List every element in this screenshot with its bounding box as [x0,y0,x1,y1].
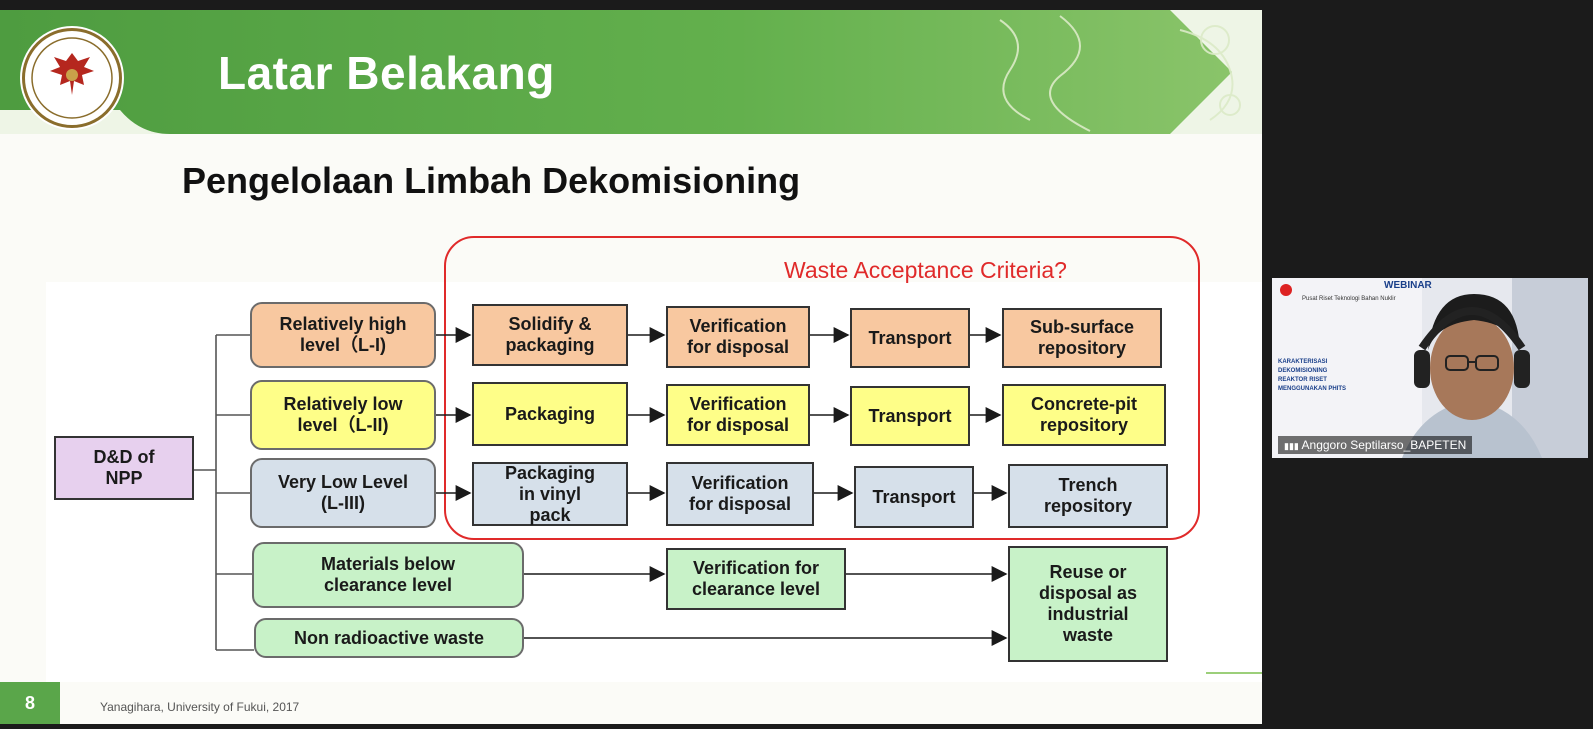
step-l3-packaging: Packaging in vinyl pack [472,462,628,526]
level-l2-box: Relatively low level（L-II) [250,380,436,450]
citation: Yanagihara, University of Fukui, 2017 [100,700,300,714]
step-l3-repository: Trench repository [1008,464,1168,528]
step-l1-solidify: Solidify & packaging [472,304,628,366]
level-l1-box: Relatively high level（L-I) [250,302,436,368]
page-number: 8 [0,682,60,724]
step-l3-verification: Verification for disposal [666,462,814,526]
footer-line [1206,672,1262,674]
waste-acceptance-criteria-outline [444,236,1200,540]
bapeten-logo [22,28,122,128]
step-l2-verification: Verification for disposal [666,384,810,446]
webcam-poster-topic-line-2: DEKOMISIONING [1278,368,1328,374]
step-l2-packaging: Packaging [472,382,628,446]
step-l2-transport: Transport [850,386,970,446]
webcam-poster-topic-line-1: KARAKTERISASI [1278,359,1328,365]
diagram-connectors [194,327,1008,651]
materials-below-clearance-box: Materials below clearance level [252,542,524,608]
level-l3-box: Very Low Level (L-III) [250,458,436,528]
signal-icon: ▮▮▮ [1284,441,1299,451]
waste-acceptance-criteria-label: Waste Acceptance Criteria? [784,257,1067,283]
participant-name: ▮▮▮ Anggoro Septilarso_BAPETEN [1278,436,1473,454]
step-l1-repository: Sub-surface repository [1002,308,1162,368]
step-l1-verification: Verification for disposal [666,306,810,368]
webcam-poster-topic-line-3: REAKTOR RISET [1278,377,1327,383]
webcam-tile[interactable]: WEBINAR Pusat Riset Teknologi Bahan Nukl… [1272,278,1588,458]
webcam-poster-title: WEBINAR [1384,280,1432,291]
webcam-poster-topic: KARAKTERISASI DEKOMISIONING REAKTOR RISE… [1278,358,1346,394]
reuse-disposal-box: Reuse or disposal as industrial waste [1008,546,1168,662]
title-banner [0,10,1262,134]
participant-name-text: Anggoro Septilarso_BAPETEN [1301,438,1467,452]
step-l1-transport: Transport [850,308,970,368]
webcam-poster-topic-line-4: MENGGUNAKAN PHITS [1278,386,1347,392]
webcam-poster-org: Pusat Riset Teknologi Bahan Nuklir [1302,296,1396,302]
dd-of-npp-box: D&D of NPP [54,436,194,500]
slide-subtitle: Pengelolaan Limbah Dekomisioning [182,160,801,201]
verification-clearance-box: Verification for clearance level [666,548,846,610]
non-radioactive-waste-box: Non radioactive waste [254,618,524,658]
slide-title: Latar Belakang [218,47,555,99]
step-l3-transport: Transport [854,466,974,528]
presentation-slide: Latar Belakang Pengelolaan Limbah Dekomi… [0,10,1262,724]
step-l2-repository: Concrete-pit repository [1002,384,1166,446]
